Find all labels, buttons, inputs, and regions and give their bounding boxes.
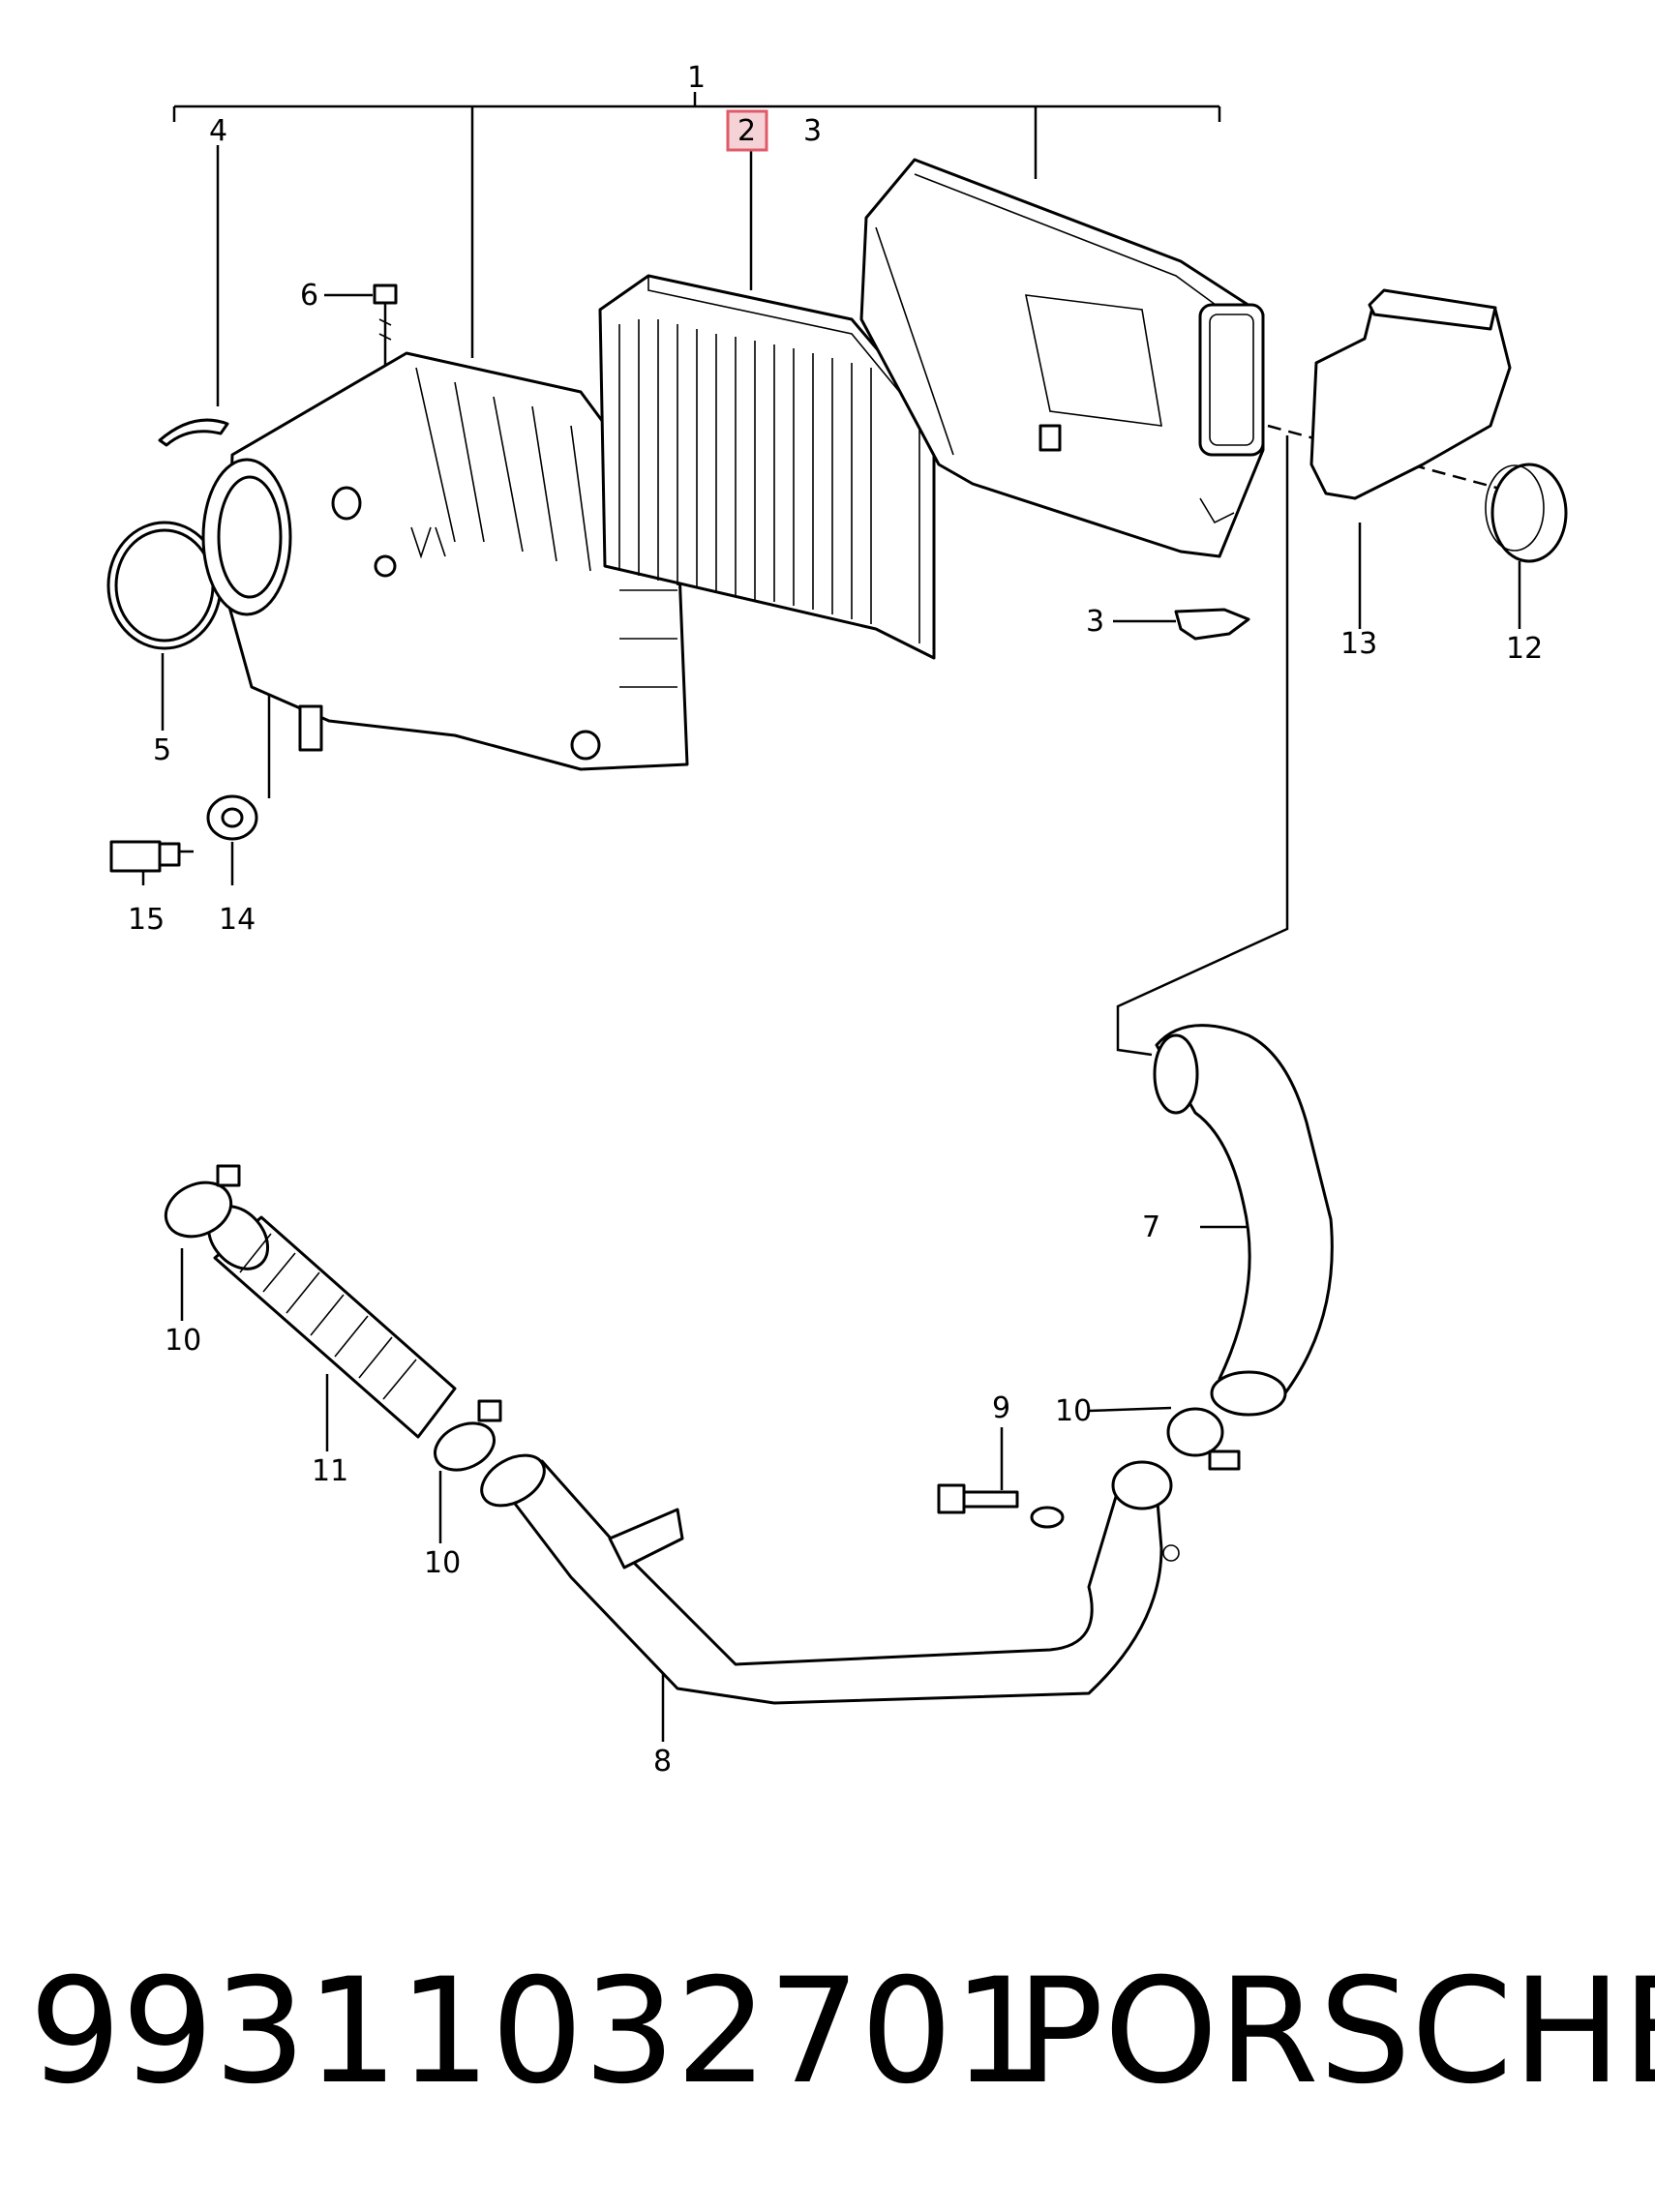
callout-3-top: 3 xyxy=(803,114,822,148)
pipe-part xyxy=(480,1453,1180,1705)
callout-10-right: 10 xyxy=(1055,1394,1092,1428)
callout-6: 6 xyxy=(300,279,318,313)
parts-diagram: 1 2 3 4 6 3 13 12 5 15 14 7 10 11 10 9 1… xyxy=(106,61,1568,1779)
hose-clamp-middle xyxy=(434,1399,502,1472)
clip-small-part xyxy=(1174,608,1250,641)
callout-1: 1 xyxy=(687,61,706,95)
grommet-part xyxy=(206,794,258,841)
callout-10-left: 10 xyxy=(165,1324,201,1358)
footer: 99311032701 PORSCHE xyxy=(29,1935,1655,2129)
clip-part xyxy=(158,418,229,447)
corrugated-hose-part xyxy=(206,1205,457,1439)
hose-clamp-right xyxy=(1166,1407,1241,1471)
intake-duct-part xyxy=(1309,288,1512,500)
brand-name: PORSCHE xyxy=(1016,1948,1655,2116)
callout-labels: 1 2 3 4 6 3 13 12 5 15 14 7 10 11 10 9 1… xyxy=(128,61,1543,1779)
filter-housing-lower xyxy=(201,351,689,771)
callout-5: 5 xyxy=(153,733,171,767)
hose-part xyxy=(1153,1024,1334,1417)
callout-2: 2 xyxy=(737,114,756,148)
callout-9: 9 xyxy=(992,1391,1010,1425)
part-number: 99311032701 xyxy=(29,1948,1045,2116)
cap-part xyxy=(1485,463,1568,563)
assembly-bracket xyxy=(172,92,1221,358)
highlight-box xyxy=(726,109,768,152)
filter-housing-upper xyxy=(859,158,1265,558)
callout-7: 7 xyxy=(1142,1211,1160,1244)
callout-13: 13 xyxy=(1340,627,1377,661)
callout-15: 15 xyxy=(128,903,165,937)
hose-clamp-upper-left xyxy=(164,1164,241,1239)
callout-14: 14 xyxy=(219,903,256,937)
bolt-part xyxy=(937,1483,1065,1529)
callout-10-middle: 10 xyxy=(424,1546,461,1580)
filter-element-part xyxy=(598,274,936,660)
callout-11: 11 xyxy=(312,1454,348,1488)
o-ring-part xyxy=(106,521,223,650)
callout-8: 8 xyxy=(653,1745,672,1779)
callout-12: 12 xyxy=(1506,632,1543,666)
callout-3-clip: 3 xyxy=(1086,605,1104,639)
callout-4: 4 xyxy=(209,114,227,148)
sensor-part xyxy=(109,840,194,873)
